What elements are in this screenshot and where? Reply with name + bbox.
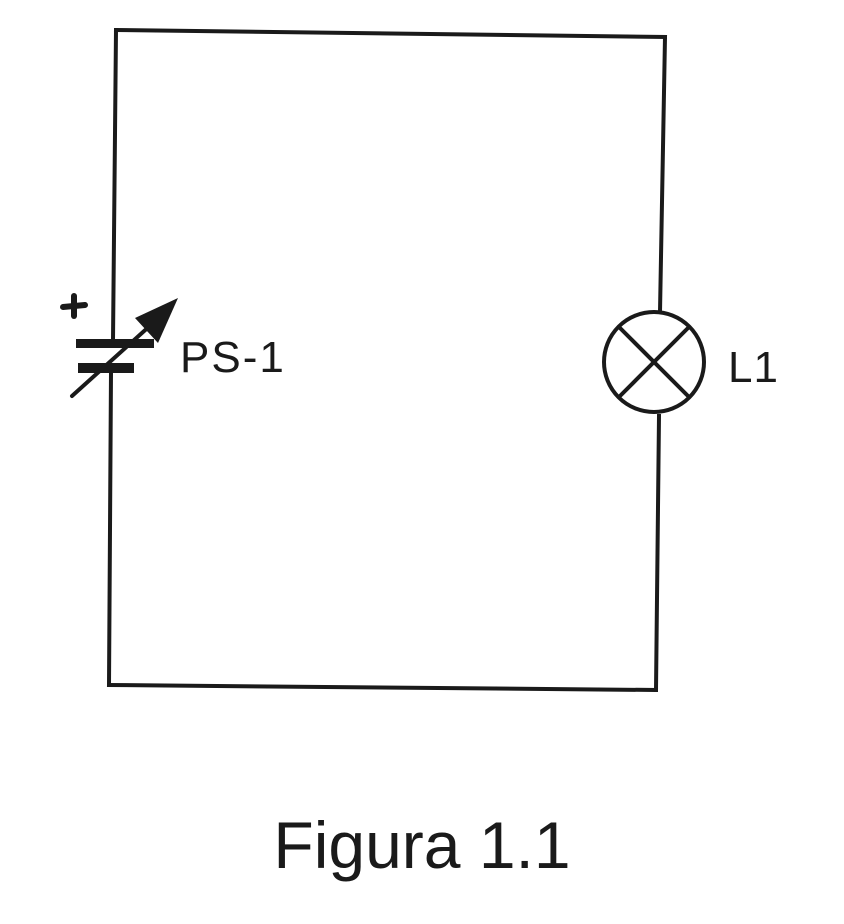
figure-caption: Figura 1.1 [273,808,571,882]
lamp-label: L1 [728,343,779,392]
lamp-icon [602,310,706,414]
source-long-plate [76,339,154,348]
lamp-circle [602,310,706,414]
wire-right-lower [653,413,662,693]
variable-arrow-head [135,298,178,343]
variable-dc-source-icon [60,293,178,398]
wire-left-lower [106,369,114,688]
wire-top [113,27,668,40]
wire-bottom [106,682,659,693]
plus-sign-icon [60,293,88,319]
wire-right-upper [657,34,668,315]
lamp-cross-b [617,325,691,399]
wire-left-upper [110,27,119,343]
power-supply-label: PS-1 [180,333,286,382]
